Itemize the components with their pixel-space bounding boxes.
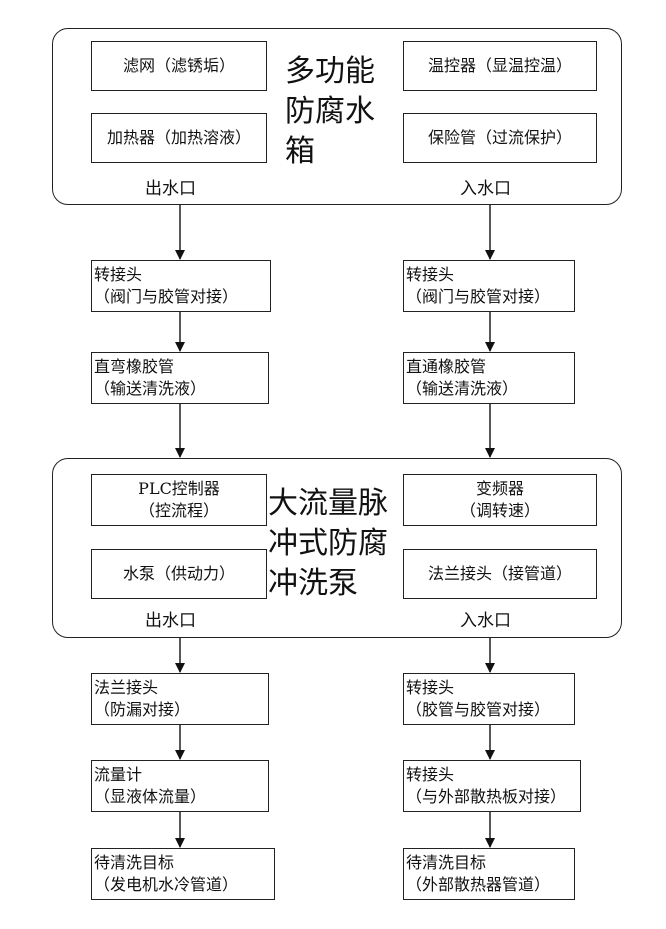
flow-arrows bbox=[0, 0, 666, 929]
